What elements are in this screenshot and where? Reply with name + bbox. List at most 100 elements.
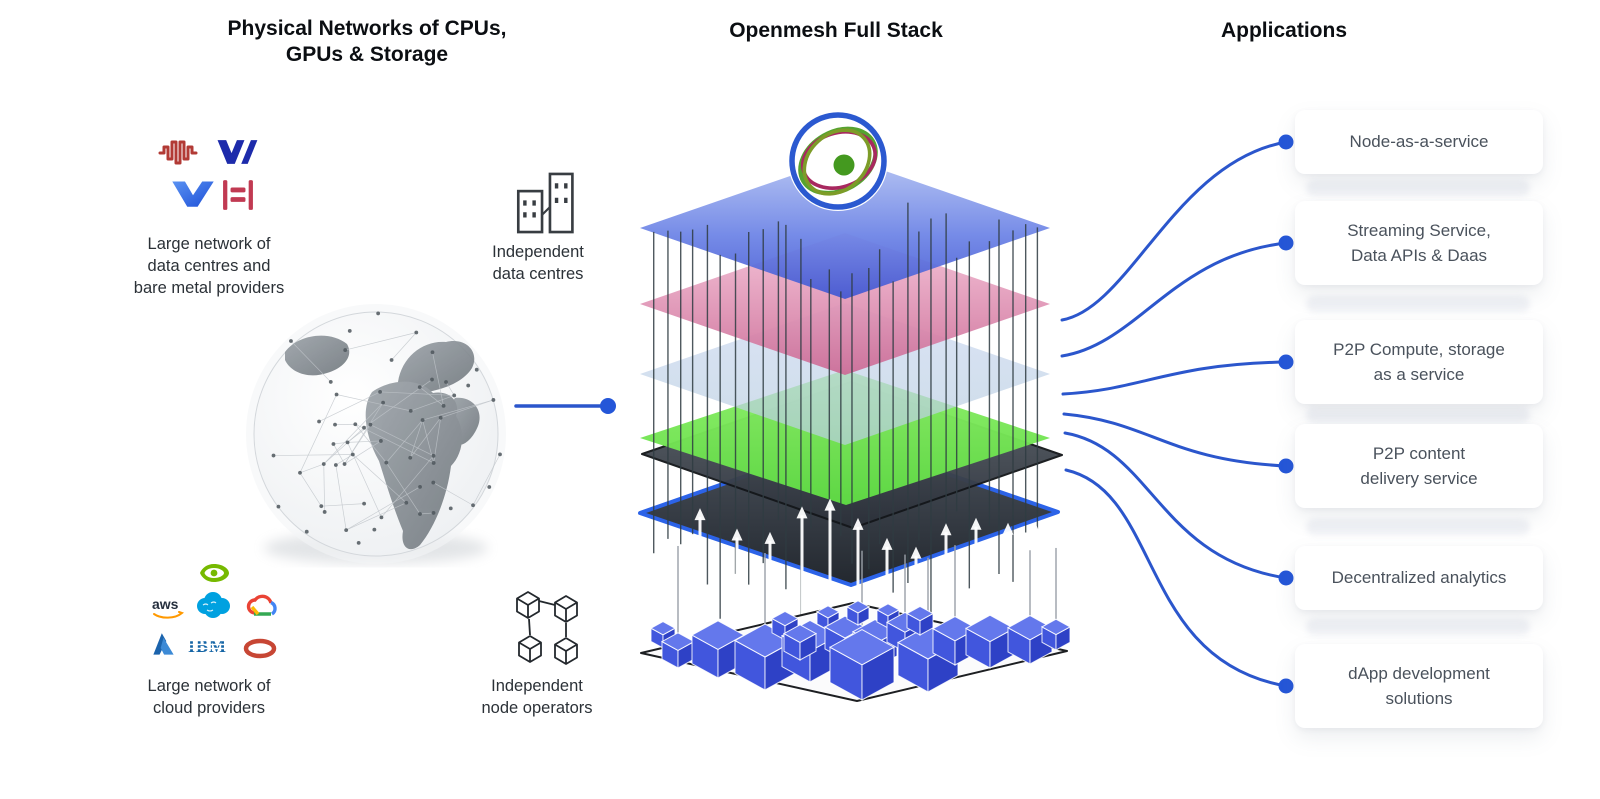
mesh-dot <box>431 453 436 458</box>
mesh-line <box>370 424 434 457</box>
mesh-line <box>432 352 444 406</box>
node-platform <box>640 545 1072 702</box>
mesh-dot <box>304 529 309 534</box>
mesh-line <box>346 502 407 531</box>
mesh-line <box>433 482 474 506</box>
mesh-line <box>347 440 381 443</box>
mesh-dot <box>498 452 502 457</box>
app-dot <box>1278 354 1294 370</box>
left-title-line2: GPUs & Storage <box>285 42 449 66</box>
app-connector-curve <box>1064 468 1288 688</box>
card-gap-shadow <box>1306 519 1530 535</box>
mesh-dot <box>414 330 419 335</box>
mesh-dot <box>319 504 324 509</box>
mesh-dot <box>384 460 389 465</box>
mesh-line <box>381 455 434 518</box>
up-arrow-head <box>731 528 743 541</box>
blue-v-logo-icon <box>170 176 216 210</box>
left-title-line1: Physical Networks of CPUs, <box>227 17 507 40</box>
mesh-line <box>333 441 348 445</box>
mesh-dot <box>356 540 361 545</box>
data-centre-buildings-icon <box>514 170 578 236</box>
app-dot <box>1278 134 1294 150</box>
up-arrow-head <box>910 546 922 559</box>
mesh-line <box>380 391 455 396</box>
cube-connector-lines <box>677 545 1057 633</box>
node-cube <box>845 600 871 626</box>
application-connectors <box>1060 140 1288 688</box>
mesh-dot <box>317 419 321 424</box>
mesh-dot <box>417 385 422 390</box>
mesh-dot <box>430 377 434 382</box>
up-arrow-head <box>1030 524 1042 537</box>
node-operators-caption: Independent node operators <box>452 676 622 720</box>
node-cube <box>660 632 696 669</box>
ibm-icon: IBM <box>186 635 234 657</box>
app-connector-curve <box>1060 241 1288 358</box>
card-gap-shadow <box>1306 407 1530 423</box>
mesh-line <box>333 443 345 465</box>
svg-text:aws: aws <box>152 596 179 612</box>
mesh-dot <box>487 485 492 489</box>
mesh-dot <box>372 527 377 532</box>
mesh-line <box>386 462 421 515</box>
mesh-line <box>318 391 381 422</box>
mesh-dot <box>362 425 366 430</box>
mesh-line <box>290 340 332 383</box>
card-gap-shadow <box>1306 180 1530 196</box>
app-card-line: Data APIs & Daas <box>1350 246 1488 265</box>
stack-pillars <box>653 202 1039 636</box>
app-connector-curve <box>1063 431 1288 580</box>
bare-metal-caption: Large network of data centres and bare m… <box>92 234 326 300</box>
mesh-dot <box>471 503 475 508</box>
globe-continents <box>285 335 480 550</box>
mesh-line <box>419 386 444 407</box>
mesh-dot <box>298 470 302 475</box>
mesh-dot <box>344 528 349 532</box>
up-arrow-head <box>1002 522 1014 535</box>
node-cube <box>896 625 960 693</box>
mesh-dot <box>328 380 333 384</box>
app-card-p2p-compute: P2P Compute, storage as a service <box>1295 320 1543 404</box>
caption-line: data centres <box>492 264 584 283</box>
mesh-dot <box>430 350 435 355</box>
up-arrow-head <box>694 508 706 521</box>
up-arrow-head <box>824 498 836 511</box>
mesh-line <box>445 381 455 396</box>
red-bars-logo-icon <box>222 178 254 212</box>
mesh-line <box>409 417 441 458</box>
caption-line: Independent <box>492 243 584 261</box>
mesh-dot <box>347 329 352 333</box>
mesh-line <box>299 463 324 474</box>
app-connector-curve <box>1062 412 1288 468</box>
navy-v-logo-icon <box>216 138 260 166</box>
application-dots <box>1278 134 1294 694</box>
mesh-line <box>299 394 337 473</box>
mesh-dot <box>491 398 496 402</box>
mesh-dot <box>474 367 479 372</box>
mesh-dot <box>333 422 337 427</box>
mesh-dot <box>334 392 339 397</box>
app-card-line: Decentralized analytics <box>1331 568 1507 588</box>
mesh-dot <box>331 442 336 446</box>
up-arrow-head <box>796 506 808 519</box>
caption-line: cloud providers <box>153 698 265 717</box>
mesh-line <box>336 394 411 412</box>
globe-mesh <box>271 311 502 545</box>
globe-illustration <box>246 304 506 564</box>
mesh-line <box>472 454 501 506</box>
up-arrow-head <box>764 531 776 544</box>
caption-line: node operators <box>481 698 593 717</box>
mesh-line <box>344 424 371 465</box>
app-dot <box>1278 235 1294 251</box>
card-gap-shadow <box>1306 619 1530 635</box>
mesh-dot <box>420 418 425 422</box>
up-arrow-head <box>881 537 893 550</box>
app-card-line: Streaming Service, <box>1347 220 1491 240</box>
mesh-dot <box>321 462 326 466</box>
mesh-dot <box>378 389 382 394</box>
mesh-line <box>335 464 347 531</box>
globe-connector <box>514 398 616 414</box>
mesh-line <box>355 423 434 464</box>
